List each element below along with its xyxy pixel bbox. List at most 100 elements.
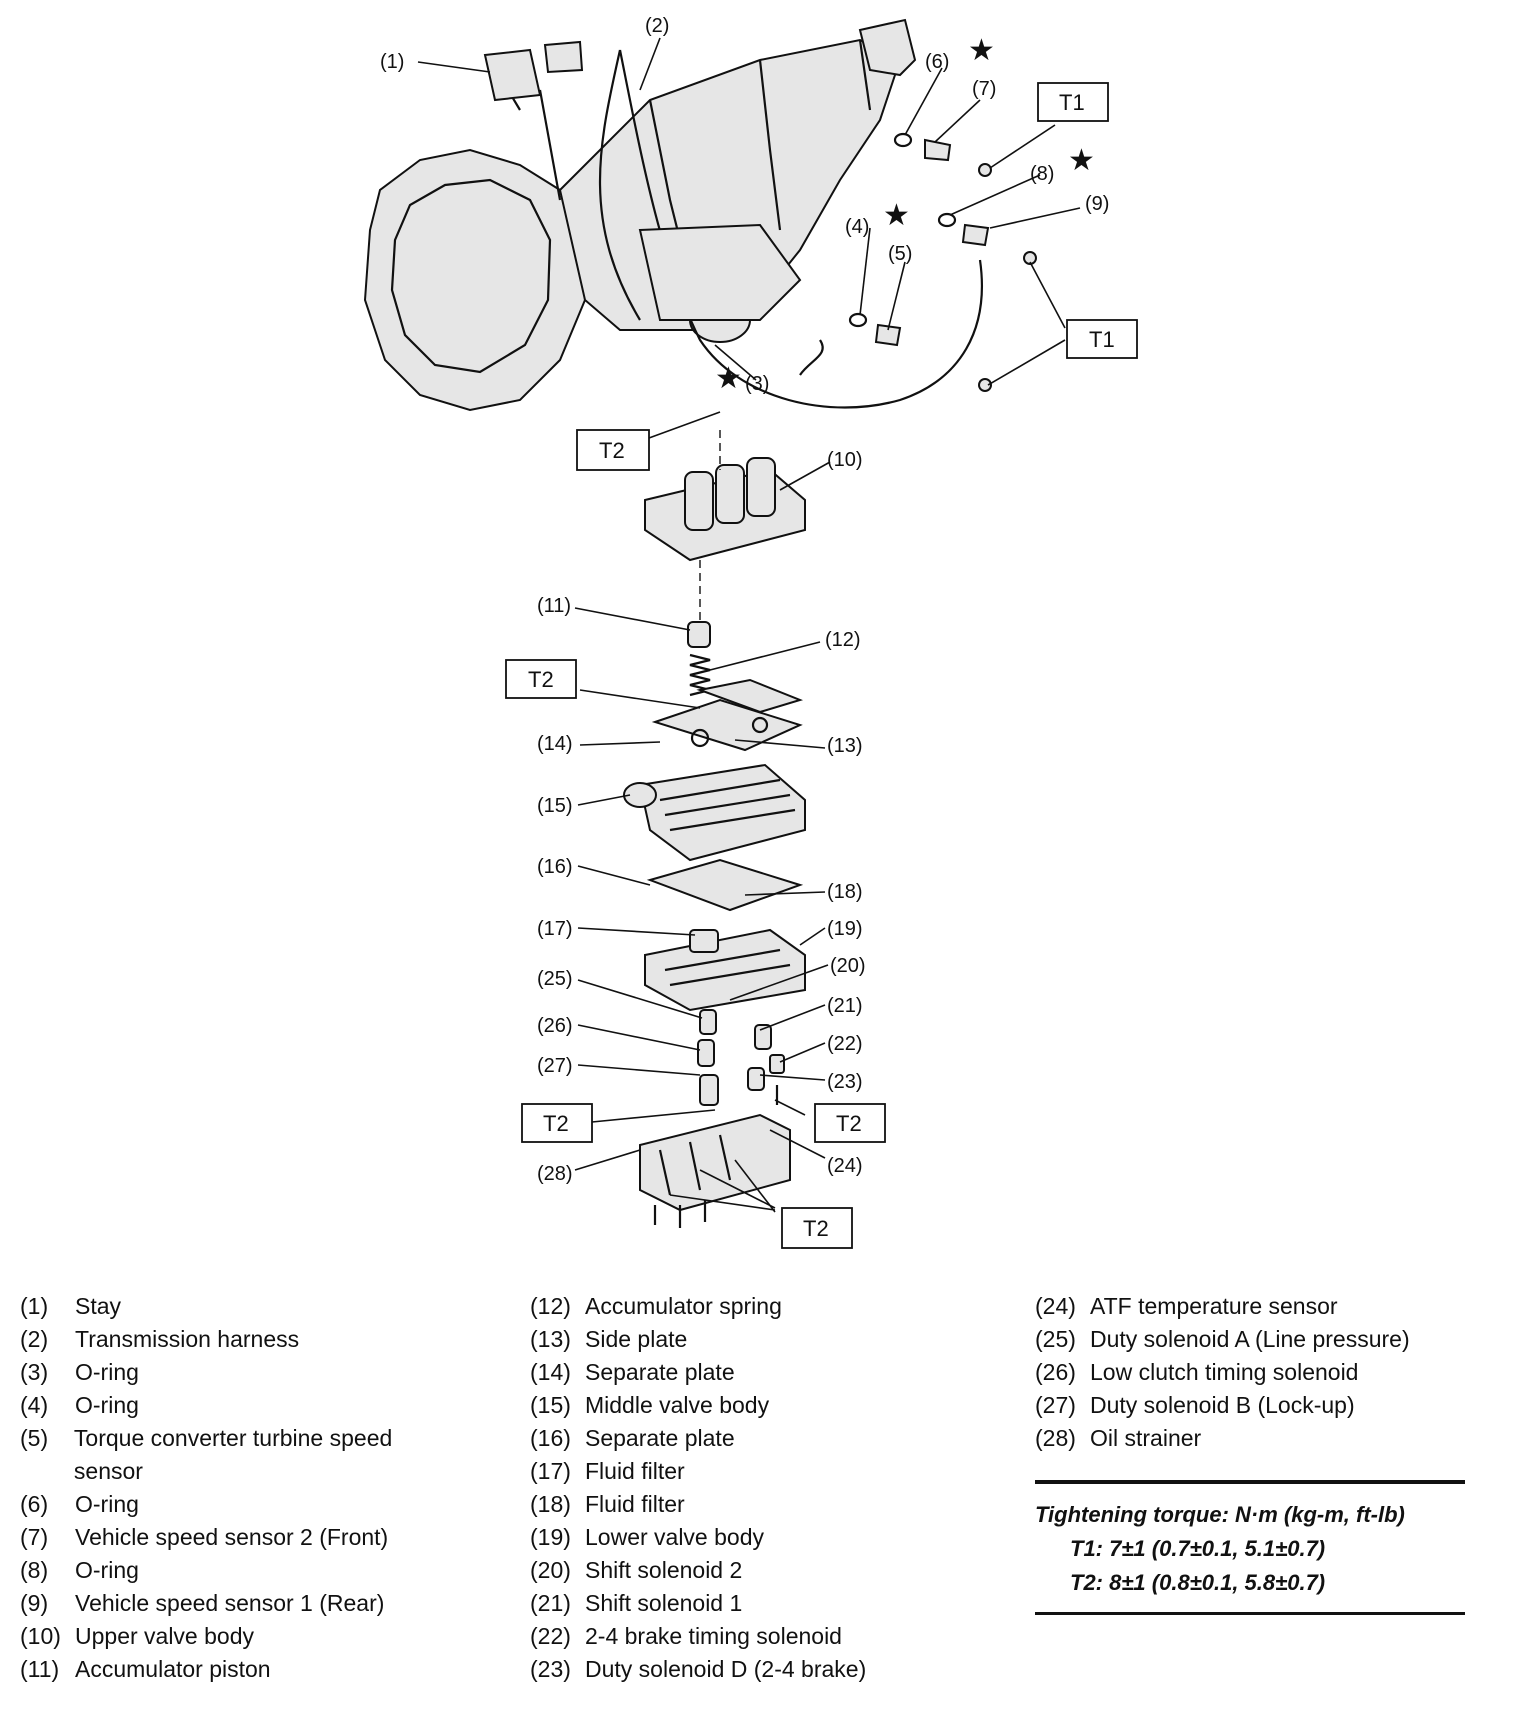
callout-5: (5) xyxy=(888,243,912,265)
legend-number: (1) xyxy=(20,1293,49,1319)
legend-column-1: (1)Stay(2)Transmission harness(3)O-ring(… xyxy=(20,1290,460,1686)
legend-column-2: (12) Accumulator spring (13) Side plate (14)… xyxy=(530,1290,950,1686)
legend-item: (1) Stay xyxy=(20,1290,460,1323)
callout-18: (18) xyxy=(827,881,863,903)
oil-strainer xyxy=(639,1113,791,1228)
torque-box-t1-lower: T1 xyxy=(1089,327,1115,352)
legend-item: (21)Shift solenoid 1 xyxy=(530,1587,950,1620)
legend-text: Low clutch timing solenoid xyxy=(1090,1359,1359,1385)
legend-text: Fluid filter xyxy=(585,1458,685,1484)
legend-text: Accumulator piston xyxy=(75,1656,271,1682)
tightening-torque-spec: Tightening torque: N·m (kg-m, ft-lb) T1:… xyxy=(1035,1480,1465,1615)
legend-number: (24) xyxy=(1035,1293,1076,1319)
star-icon: ★ xyxy=(1068,143,1095,178)
callout-24: (24) xyxy=(827,1155,863,1177)
legend-text: O-ring xyxy=(75,1557,139,1583)
legend-number: (19) xyxy=(530,1524,571,1550)
legend-item: (26)Low clutch timing solenoid xyxy=(1035,1356,1505,1389)
callout-21: (21) xyxy=(827,995,863,1017)
legend-text: 2-4 brake timing solenoid xyxy=(585,1623,842,1649)
torque-box-t2-upper: T2 xyxy=(599,438,625,463)
torque-box-t2-lower-left: T2 xyxy=(543,1111,569,1136)
legend-text: Duty solenoid A (Line pressure) xyxy=(1090,1326,1410,1352)
legend-number: (14) xyxy=(530,1359,571,1385)
legend-text: Fluid filter xyxy=(585,1491,685,1517)
legend-item: (22) 2-4 brake timing solenoid xyxy=(530,1620,950,1653)
callout-labels: (1) (2) (3) (4) (5) (6) (7) (8) (9) (10)… xyxy=(380,15,1109,1185)
callout-6: (6) xyxy=(925,51,949,73)
legend-item: (8) O-ring xyxy=(20,1554,460,1587)
legend-item: (12) Accumulator spring xyxy=(530,1290,950,1323)
callout-22: (22) xyxy=(827,1033,863,1055)
callout-28: (28) xyxy=(537,1163,573,1185)
callout-2: (2) xyxy=(645,15,669,37)
legend-number: (20) xyxy=(530,1557,571,1583)
legend-number: (5) xyxy=(20,1425,49,1451)
legend-text: Vehicle speed sensor 1 (Rear) xyxy=(75,1590,385,1616)
callout-1: (1) xyxy=(380,51,404,73)
legend-text: Oil strainer xyxy=(1090,1425,1202,1451)
callout-11: (11) xyxy=(537,595,571,617)
legend-number: (7) xyxy=(20,1524,49,1550)
callout-20: (20) xyxy=(830,955,866,977)
torque-box-t2-bottom: T2 xyxy=(803,1216,829,1241)
legend-item: (27)Duty solenoid B (Lock-up) xyxy=(1035,1389,1505,1422)
legend-item: (6)O-ring xyxy=(20,1488,460,1521)
callout-23: (23) xyxy=(827,1071,863,1093)
legend-item: (28) Oil strainer xyxy=(1035,1422,1505,1455)
callout-25: (25) xyxy=(537,968,573,990)
legend-number: (13) xyxy=(530,1326,571,1352)
legend-number: (28) xyxy=(1035,1425,1076,1451)
legend-number: (2) xyxy=(20,1326,49,1352)
legend-text: Upper valve body xyxy=(75,1623,254,1649)
legend-number: (27) xyxy=(1035,1392,1076,1418)
legend-number: (9) xyxy=(20,1590,49,1616)
transmission-case xyxy=(363,18,983,412)
star-icon: ★ xyxy=(715,361,742,396)
legend-text: Separate plate xyxy=(585,1359,735,1385)
callout-8: (8) xyxy=(1030,163,1054,185)
torque-box-t2-middle: T2 xyxy=(528,667,554,692)
legend-text: Side plate xyxy=(585,1326,688,1352)
lower-valve-body xyxy=(644,928,806,1012)
callout-10: (10) xyxy=(827,449,863,471)
legend-text: Stay xyxy=(75,1293,122,1319)
legend-item: (14) Separate plate xyxy=(530,1356,950,1389)
callout-19: (19) xyxy=(827,918,863,940)
legend-item: (24) ATF temperature sensor xyxy=(1035,1290,1505,1323)
legend-text: Shift solenoid 1 xyxy=(585,1590,743,1616)
legend-item: (13) Side plate xyxy=(530,1323,950,1356)
torque-box-t2-lower-right: T2 xyxy=(836,1111,862,1136)
torque-t2: T2: 8±1 (0.8±0.1, 5.8±0.7) xyxy=(1070,1570,1326,1595)
legend-number: (4) xyxy=(20,1392,49,1418)
legend-text: Accumulator spring xyxy=(585,1293,782,1319)
legend-item: (5)Torque converter turbine speed sensor xyxy=(20,1422,460,1488)
legend-number: (10) xyxy=(20,1623,61,1649)
legend-item: (2) Transmission harness xyxy=(20,1323,460,1356)
legend-item: (11)Accumulator piston xyxy=(20,1653,460,1686)
legend-item: (17)Fluid filter xyxy=(530,1455,950,1488)
legend-item: (3)O-ring xyxy=(20,1356,460,1389)
legend-text: ATF temperature sensor xyxy=(1090,1293,1338,1319)
legend-number: (25) xyxy=(1035,1326,1076,1352)
legend-column-3: (24) ATF temperature sensor (25) Duty solen… xyxy=(1035,1290,1505,1455)
legend-item: (9) Vehicle speed sensor 1 (Rear) xyxy=(20,1587,460,1620)
accumulator-parts xyxy=(687,621,711,697)
legend-text: Transmission harness xyxy=(75,1326,300,1352)
torque-boxes: T1 T1 T2 T2 T2 T2 T2 xyxy=(505,82,1138,1249)
legend-number: (23) xyxy=(530,1656,571,1682)
legend-text: Separate plate xyxy=(585,1425,735,1451)
legend-number: (12) xyxy=(530,1293,571,1319)
legend-item: (15)Middle valve body xyxy=(530,1389,950,1422)
legend-text: Shift solenoid 2 xyxy=(585,1557,743,1583)
legend-item: (10) Upper valve body xyxy=(20,1620,460,1653)
legend-number: (22) xyxy=(530,1623,571,1649)
exploded-view-diagram: (1) (2) (3) (4) (5) (6) (7) (8) (9) (10)… xyxy=(363,15,1138,1249)
legend-text: O-ring xyxy=(75,1392,139,1418)
legend-number: (16) xyxy=(530,1425,571,1451)
star-icon: ★ xyxy=(883,198,910,233)
callout-13: (13) xyxy=(827,735,863,757)
legend-number: (8) xyxy=(20,1557,49,1583)
legend-number: (18) xyxy=(530,1491,571,1517)
legend-text: Vehicle speed sensor 2 (Front) xyxy=(75,1524,389,1550)
